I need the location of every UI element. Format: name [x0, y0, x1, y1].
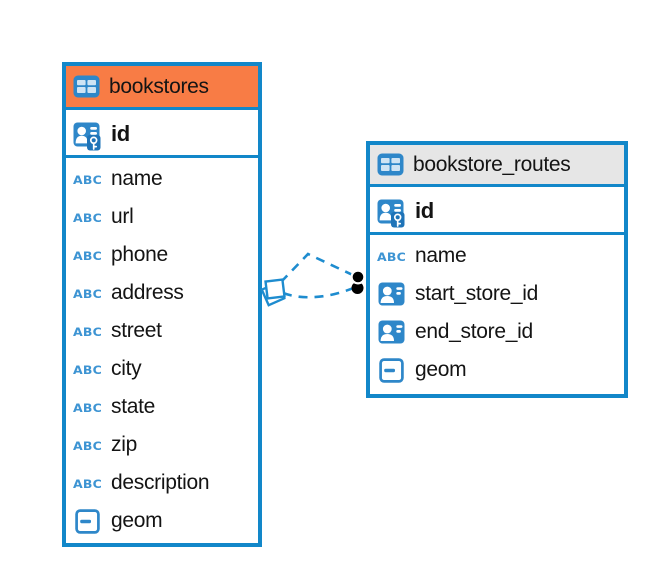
column-label: description — [111, 471, 210, 494]
column-label: start_store_id — [415, 282, 539, 305]
column-row-street[interactable]: ABC street — [66, 312, 258, 350]
column-row-end_store_id[interactable]: end_store_id — [370, 313, 624, 351]
table-title: bookstores — [109, 74, 209, 98]
geometry-icon — [72, 508, 103, 534]
text-icon: ABC — [73, 361, 102, 377]
primary-key-icon — [376, 195, 407, 228]
column-row-geom[interactable]: geom — [66, 502, 258, 540]
column-label: state — [111, 395, 156, 418]
dot-end-marker[interactable] — [350, 269, 366, 294]
table-icon — [377, 153, 404, 176]
column-label: city — [111, 357, 142, 380]
column-label: address — [111, 281, 184, 304]
column-label: name — [111, 167, 163, 190]
column-row-id[interactable]: id — [370, 190, 624, 235]
column-label: street — [111, 319, 162, 342]
column-label: geom — [111, 509, 163, 532]
column-row-start_store_id[interactable]: start_store_id — [370, 275, 624, 313]
column-row-url[interactable]: ABC url — [66, 198, 258, 236]
column-row-geom[interactable]: geom — [370, 351, 624, 389]
column-row-description[interactable]: ABC description — [66, 464, 258, 502]
table-icon — [73, 75, 100, 98]
primary-key-icon — [72, 118, 103, 151]
text-icon: ABC — [73, 399, 102, 415]
column-row-name[interactable]: ABC name — [66, 160, 258, 198]
column-label: url — [111, 205, 134, 228]
column-label: id — [111, 121, 130, 146]
text-icon: ABC — [73, 475, 102, 491]
text-icon: ABC — [73, 437, 102, 453]
column-label: name — [415, 244, 467, 267]
column-label: end_store_id — [415, 320, 533, 343]
table-header[interactable]: bookstores — [66, 66, 258, 110]
column-row-city[interactable]: ABC city — [66, 350, 258, 388]
foreign-key-icon — [376, 282, 407, 306]
diamond-end-marker[interactable] — [260, 278, 286, 307]
column-row-id[interactable]: id — [66, 113, 258, 158]
column-row-name[interactable]: ABC name — [370, 237, 624, 275]
column-row-address[interactable]: ABC address — [66, 274, 258, 312]
column-label: zip — [111, 433, 137, 456]
text-icon: ABC — [377, 248, 406, 264]
relationship-line-lower[interactable] — [282, 285, 357, 299]
relationship-line-upper[interactable] — [280, 252, 358, 283]
text-icon: ABC — [73, 247, 102, 263]
text-icon: ABC — [73, 171, 102, 187]
text-icon: ABC — [73, 323, 102, 339]
column-label: geom — [415, 358, 467, 381]
foreign-key-icon — [376, 320, 407, 344]
table-header[interactable]: bookstore_routes — [370, 145, 624, 187]
text-icon: ABC — [73, 285, 102, 301]
geometry-icon — [376, 357, 407, 383]
column-row-zip[interactable]: ABC zip — [66, 426, 258, 464]
column-row-phone[interactable]: ABC phone — [66, 236, 258, 274]
column-label: phone — [111, 243, 168, 266]
column-label: id — [415, 198, 434, 223]
text-icon: ABC — [73, 209, 102, 225]
table-title: bookstore_routes — [413, 152, 571, 176]
column-row-state[interactable]: ABC state — [66, 388, 258, 426]
